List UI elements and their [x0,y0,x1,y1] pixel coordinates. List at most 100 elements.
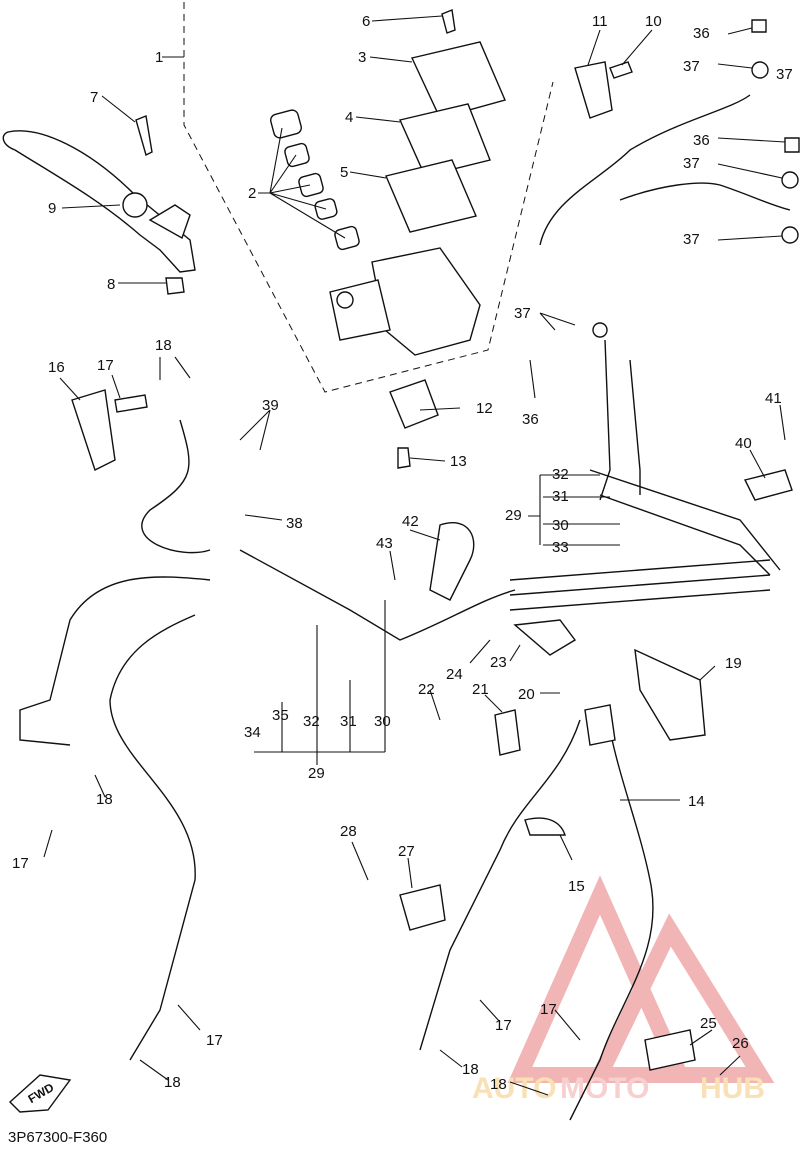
holder-bolt [609,61,633,79]
clamp-21 [494,709,521,756]
part-label-p37e: 37 [514,305,531,322]
brake-pipes-bundle [509,469,781,611]
part-label-p2: 2 [248,185,256,202]
part-label-p27: 27 [398,843,415,860]
part-label-p20: 20 [518,686,535,703]
reservoir-cap-stack [385,9,506,233]
part-label-p40: 40 [735,435,752,452]
part-label-p17b: 17 [12,855,29,872]
part-label-p37c: 37 [683,155,700,172]
right-hose-b [569,729,654,1121]
part-label-p12: 12 [476,400,493,417]
bracket-40 [743,469,793,501]
part-label-p36b: 36 [693,132,710,149]
part-label-p31a: 31 [552,488,569,505]
piston-kit [270,109,360,251]
part-label-p41: 41 [765,390,782,407]
left-lower-hose [19,576,211,746]
brake-light-switch [389,379,439,429]
part-label-p21: 21 [472,681,489,698]
switch-screw [397,447,411,469]
part-label-p4: 4 [345,109,353,126]
part-label-p23: 23 [490,654,507,671]
upper-hose-right-2 [619,182,791,211]
three-way-joint [584,704,616,746]
bolt-36b [784,137,800,153]
part-label-p29b: 29 [308,765,325,782]
part-label-p15: 15 [568,878,585,895]
part-label-p31b: 31 [340,713,357,730]
part-label-p36a: 36 [693,25,710,42]
part-label-p36c: 36 [522,411,539,428]
part-label-p35: 35 [272,707,289,724]
part-label-p30b: 30 [374,713,391,730]
part-label-p6: 6 [362,13,370,30]
part-label-p43: 43 [376,535,393,552]
watermark-logo: AUTO MOTO HUB [472,875,775,1105]
part-label-p18a: 18 [155,337,172,354]
master-cylinder-body [329,247,481,356]
part-label-p9: 9 [48,200,56,217]
part-label-p34: 34 [244,724,261,741]
part-label-p32b: 32 [303,713,320,730]
lever-pivot-bolt [135,115,153,157]
part-label-p17e: 17 [540,1001,557,1018]
part-label-p3: 3 [358,49,366,66]
washer-37a [751,61,769,79]
part-label-p18e: 18 [490,1076,507,1093]
part-label-p24: 24 [446,666,463,683]
washer-37d [592,322,608,338]
part-label-p18b: 18 [96,791,113,808]
part-label-p7: 7 [90,89,98,106]
front-left-hose [109,614,196,1061]
part-label-p38: 38 [286,515,303,532]
part-label-p33: 33 [552,539,569,556]
master-cylinder-group-outline [183,2,554,393]
lever-nut [165,277,185,295]
watermark-word-right: HUB [700,1072,765,1105]
guide-25 [644,1029,696,1071]
part-label-p11: 11 [592,13,608,30]
watermark-word-mid: MOTO [560,1072,649,1105]
bracket-19 [634,648,706,741]
part-label-p18d: 18 [462,1061,479,1078]
part-label-p17a: 17 [97,357,114,374]
right-hose-a [419,719,581,1051]
part-label-p14: 14 [688,793,705,810]
part-label-p18c: 18 [164,1074,181,1091]
part-label-p37b: 37 [776,66,793,83]
part-label-p26: 26 [732,1035,749,1052]
part-label-p39: 39 [262,397,279,414]
part-label-p17c: 17 [206,1032,223,1049]
holder-clamp [574,61,613,119]
part-label-p30a: 30 [552,517,569,534]
banjo-union [71,389,116,471]
part-label-p1: 1 [155,49,163,66]
part-label-p22: 22 [418,681,435,698]
guide-27 [399,884,446,931]
part-label-p32a: 32 [552,466,569,483]
part-label-p16: 16 [48,359,65,376]
part-label-p10: 10 [645,13,662,30]
part-label-p37d: 37 [683,231,700,248]
part-label-p19: 19 [725,655,742,672]
part-label-p13: 13 [450,453,467,470]
bracket-23 [513,619,577,656]
washer-37c [781,226,799,244]
left-hose [141,419,211,554]
part-label-p37a: 37 [683,58,700,75]
part-label-p17d: 17 [495,1017,512,1034]
crossover-line [239,549,516,641]
part-label-p25: 25 [700,1015,717,1032]
clamp-15 [524,817,566,836]
leader-lines [43,15,786,1096]
fwd-arrow: FWD [8,1074,72,1113]
part-label-p42: 42 [402,513,419,530]
brake-lever [2,130,196,273]
watermark-word-left: AUTO [472,1072,556,1105]
diagram-code: 3P67300-F360 [8,1129,107,1146]
part-label-p5: 5 [340,164,348,181]
bolt-36a [751,19,767,33]
